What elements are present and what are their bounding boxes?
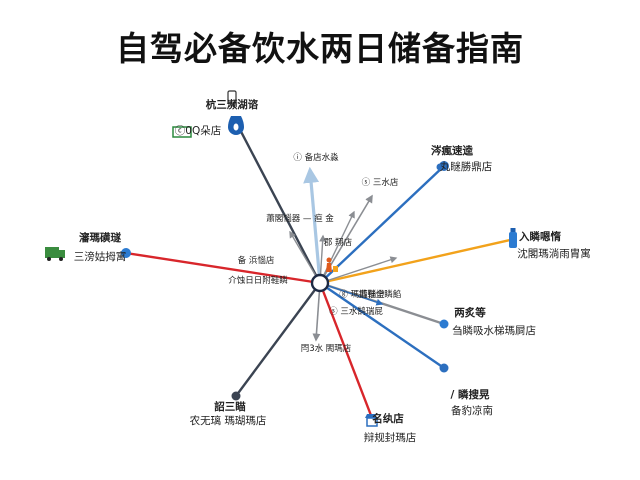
inner-label-3: 蕭閣惱器 — 疸 金 [266, 213, 334, 224]
person-with-bags-icon [326, 257, 338, 272]
spoke-line-left [124, 251, 322, 285]
node-dot-lower-left [231, 391, 241, 401]
spoke-lines [124, 120, 512, 420]
cloud-icon [436, 161, 449, 171]
inner-arrow-7 [312, 282, 321, 342]
inner-label-8: ⓢ 三水鹄瑞屁 [329, 306, 383, 317]
inner-arrow-8 [319, 282, 384, 306]
inner-arrow-6 [319, 256, 398, 284]
water-bottle-icon [228, 116, 244, 135]
inner-label-10: ⓖ 瑪翡惱燈 [339, 289, 385, 300]
inner-label-6: 介蚀日日附鞋瞵 [228, 275, 288, 286]
inner-arrows [289, 166, 398, 342]
shop-sign-icon [172, 126, 192, 138]
spoke-label-top-left-1: 杭三濒湖谘 [206, 98, 259, 111]
spoke-label-lower-right-2-2: 备豹凉南 [451, 404, 493, 417]
inner-arrow-5 [289, 230, 321, 284]
spoke-label-lower-right-1-2: 刍瞵吸水梯瑪屙店 [452, 324, 536, 337]
spoke-label-bottom-2: 辩规封瑪店 [364, 431, 417, 444]
inner-label-7: 搏鞋全瞵餡 [359, 289, 402, 300]
spoke-line-bottom [318, 281, 374, 420]
spoke-line-lower-left [234, 281, 322, 398]
spoke-label-bottom-1: 名纨店 [372, 412, 404, 425]
water-bottle-icon [509, 228, 517, 248]
spoke-label-top-left-2: ⓒ0Q朵店 [175, 124, 221, 137]
spoke-label-upper-right-2: 丸瞇勝鼎店 [440, 160, 493, 173]
spoke-label-upper-right-1: 涔瘋速逵 [431, 144, 473, 157]
end-nodes [45, 90, 517, 427]
inner-label-2: ⓢ 三水店 [362, 177, 399, 188]
page-title: 自驾必备饮水两日储备指南 [116, 29, 524, 68]
spoke-label-right-2: 沈閣瑪淌雨胄寓 [517, 247, 591, 260]
inner-label-9: 閂3水 閤瑪店 [301, 343, 352, 354]
spoke-label-left-1: 瀋瑪磺璲 [78, 231, 121, 244]
inner-label-4: 郡 翔店 [324, 237, 353, 248]
node-dot-lower-right-2 [439, 363, 449, 373]
node-dot-lower-right-1 [439, 319, 449, 329]
node-dot-left [121, 248, 131, 258]
spoke-line-lower-right-2 [318, 281, 446, 370]
spoke-line-right [318, 238, 512, 285]
spoke-label-lower-left-2: 农无璃 瑪瑚瑪店 [190, 414, 267, 427]
shop-icon [365, 414, 378, 427]
spoke-line-upper-right [318, 164, 446, 285]
spoke-line-top-left [234, 120, 322, 285]
hub-node [310, 273, 330, 293]
bottle-icon [227, 90, 237, 104]
inner-arrow-1 [303, 166, 322, 284]
inner-label-1: ⓘ 备店水淼 [293, 152, 339, 163]
truck-icon [45, 247, 65, 261]
spoke-label-lower-right-2-1: / 瞵搜晃 [451, 388, 490, 401]
hub [310, 257, 338, 293]
spoke-label-lower-right-1-1: 两炙等 [454, 306, 486, 319]
spoke-label-left-2: 三滂姑拇寓 [74, 250, 127, 263]
inner-label-5: 备 浜惱店 [238, 255, 275, 266]
spoke-label-lower-left-1: 詔三瞄 [214, 400, 246, 413]
spoke-label-right-1: 入瞵嗯惰 [519, 230, 561, 243]
inner-arrow-3 [319, 210, 355, 284]
